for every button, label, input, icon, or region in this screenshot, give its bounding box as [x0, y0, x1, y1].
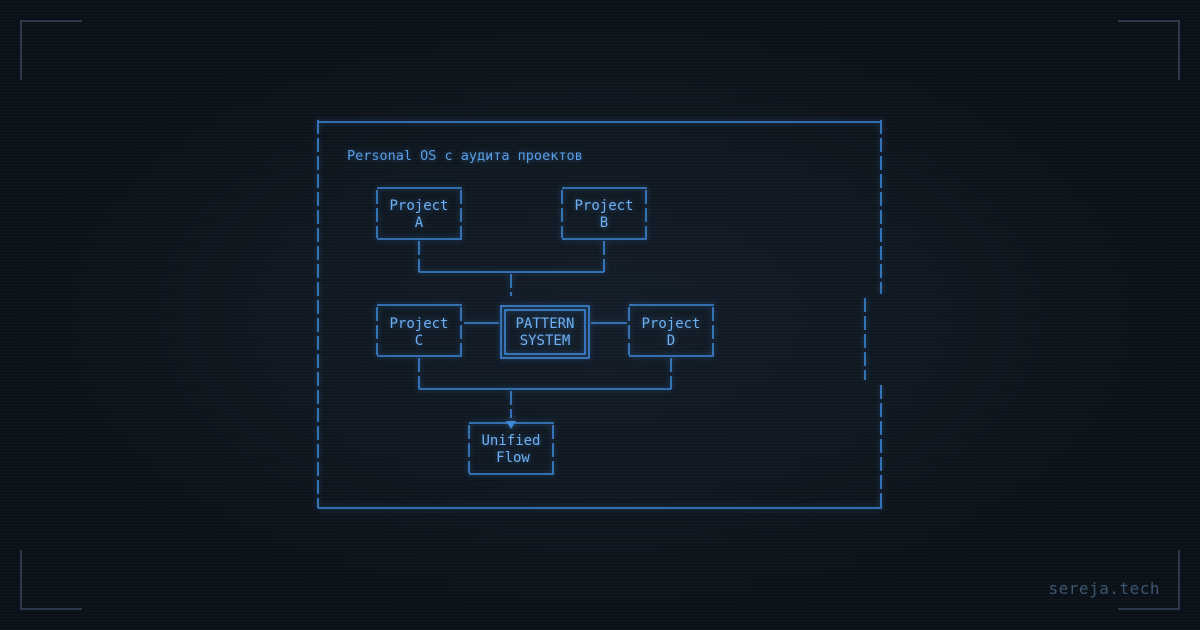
node-project-b: Project B [561, 187, 647, 240]
corner-bracket-bottom-left [20, 550, 82, 610]
corner-bracket-top-left [20, 20, 82, 80]
node-project-a-label-line2: A [415, 215, 424, 231]
node-project-d-label-line1: Project [641, 316, 700, 332]
node-project-b-label-line1: Project [574, 198, 633, 214]
node-project-a-label-line1: Project [389, 198, 448, 214]
outer-frame [317, 120, 882, 509]
connector-cd-to-flow [418, 358, 672, 418]
node-project-c-label-line2: C [415, 333, 423, 349]
connector-ab-to-pattern [418, 241, 605, 296]
node-pattern-system: PATTERN SYSTEM [500, 305, 590, 359]
node-project-c: Project C [376, 304, 462, 357]
node-project-a: Project A [376, 187, 462, 240]
node-pattern-system-label-line2: SYSTEM [520, 333, 571, 349]
node-pattern-system-label-line1: PATTERN [515, 316, 574, 332]
node-unified-flow-label-line1: Unified [481, 433, 540, 449]
diagram-title: Personal OS с аудита проектов [347, 148, 583, 164]
node-project-b-label-line2: B [600, 215, 608, 231]
corner-bracket-bottom-right [1118, 550, 1180, 610]
node-project-c-label-line1: Project [389, 316, 448, 332]
node-project-d-label-line2: D [667, 333, 675, 349]
brand-watermark: sereja.tech [1048, 579, 1160, 598]
corner-bracket-top-right [1118, 20, 1180, 80]
node-unified-flow-label-line2: Flow [496, 450, 530, 466]
node-unified-flow: Unified Flow [468, 422, 554, 475]
node-project-d: Project D [628, 304, 714, 357]
